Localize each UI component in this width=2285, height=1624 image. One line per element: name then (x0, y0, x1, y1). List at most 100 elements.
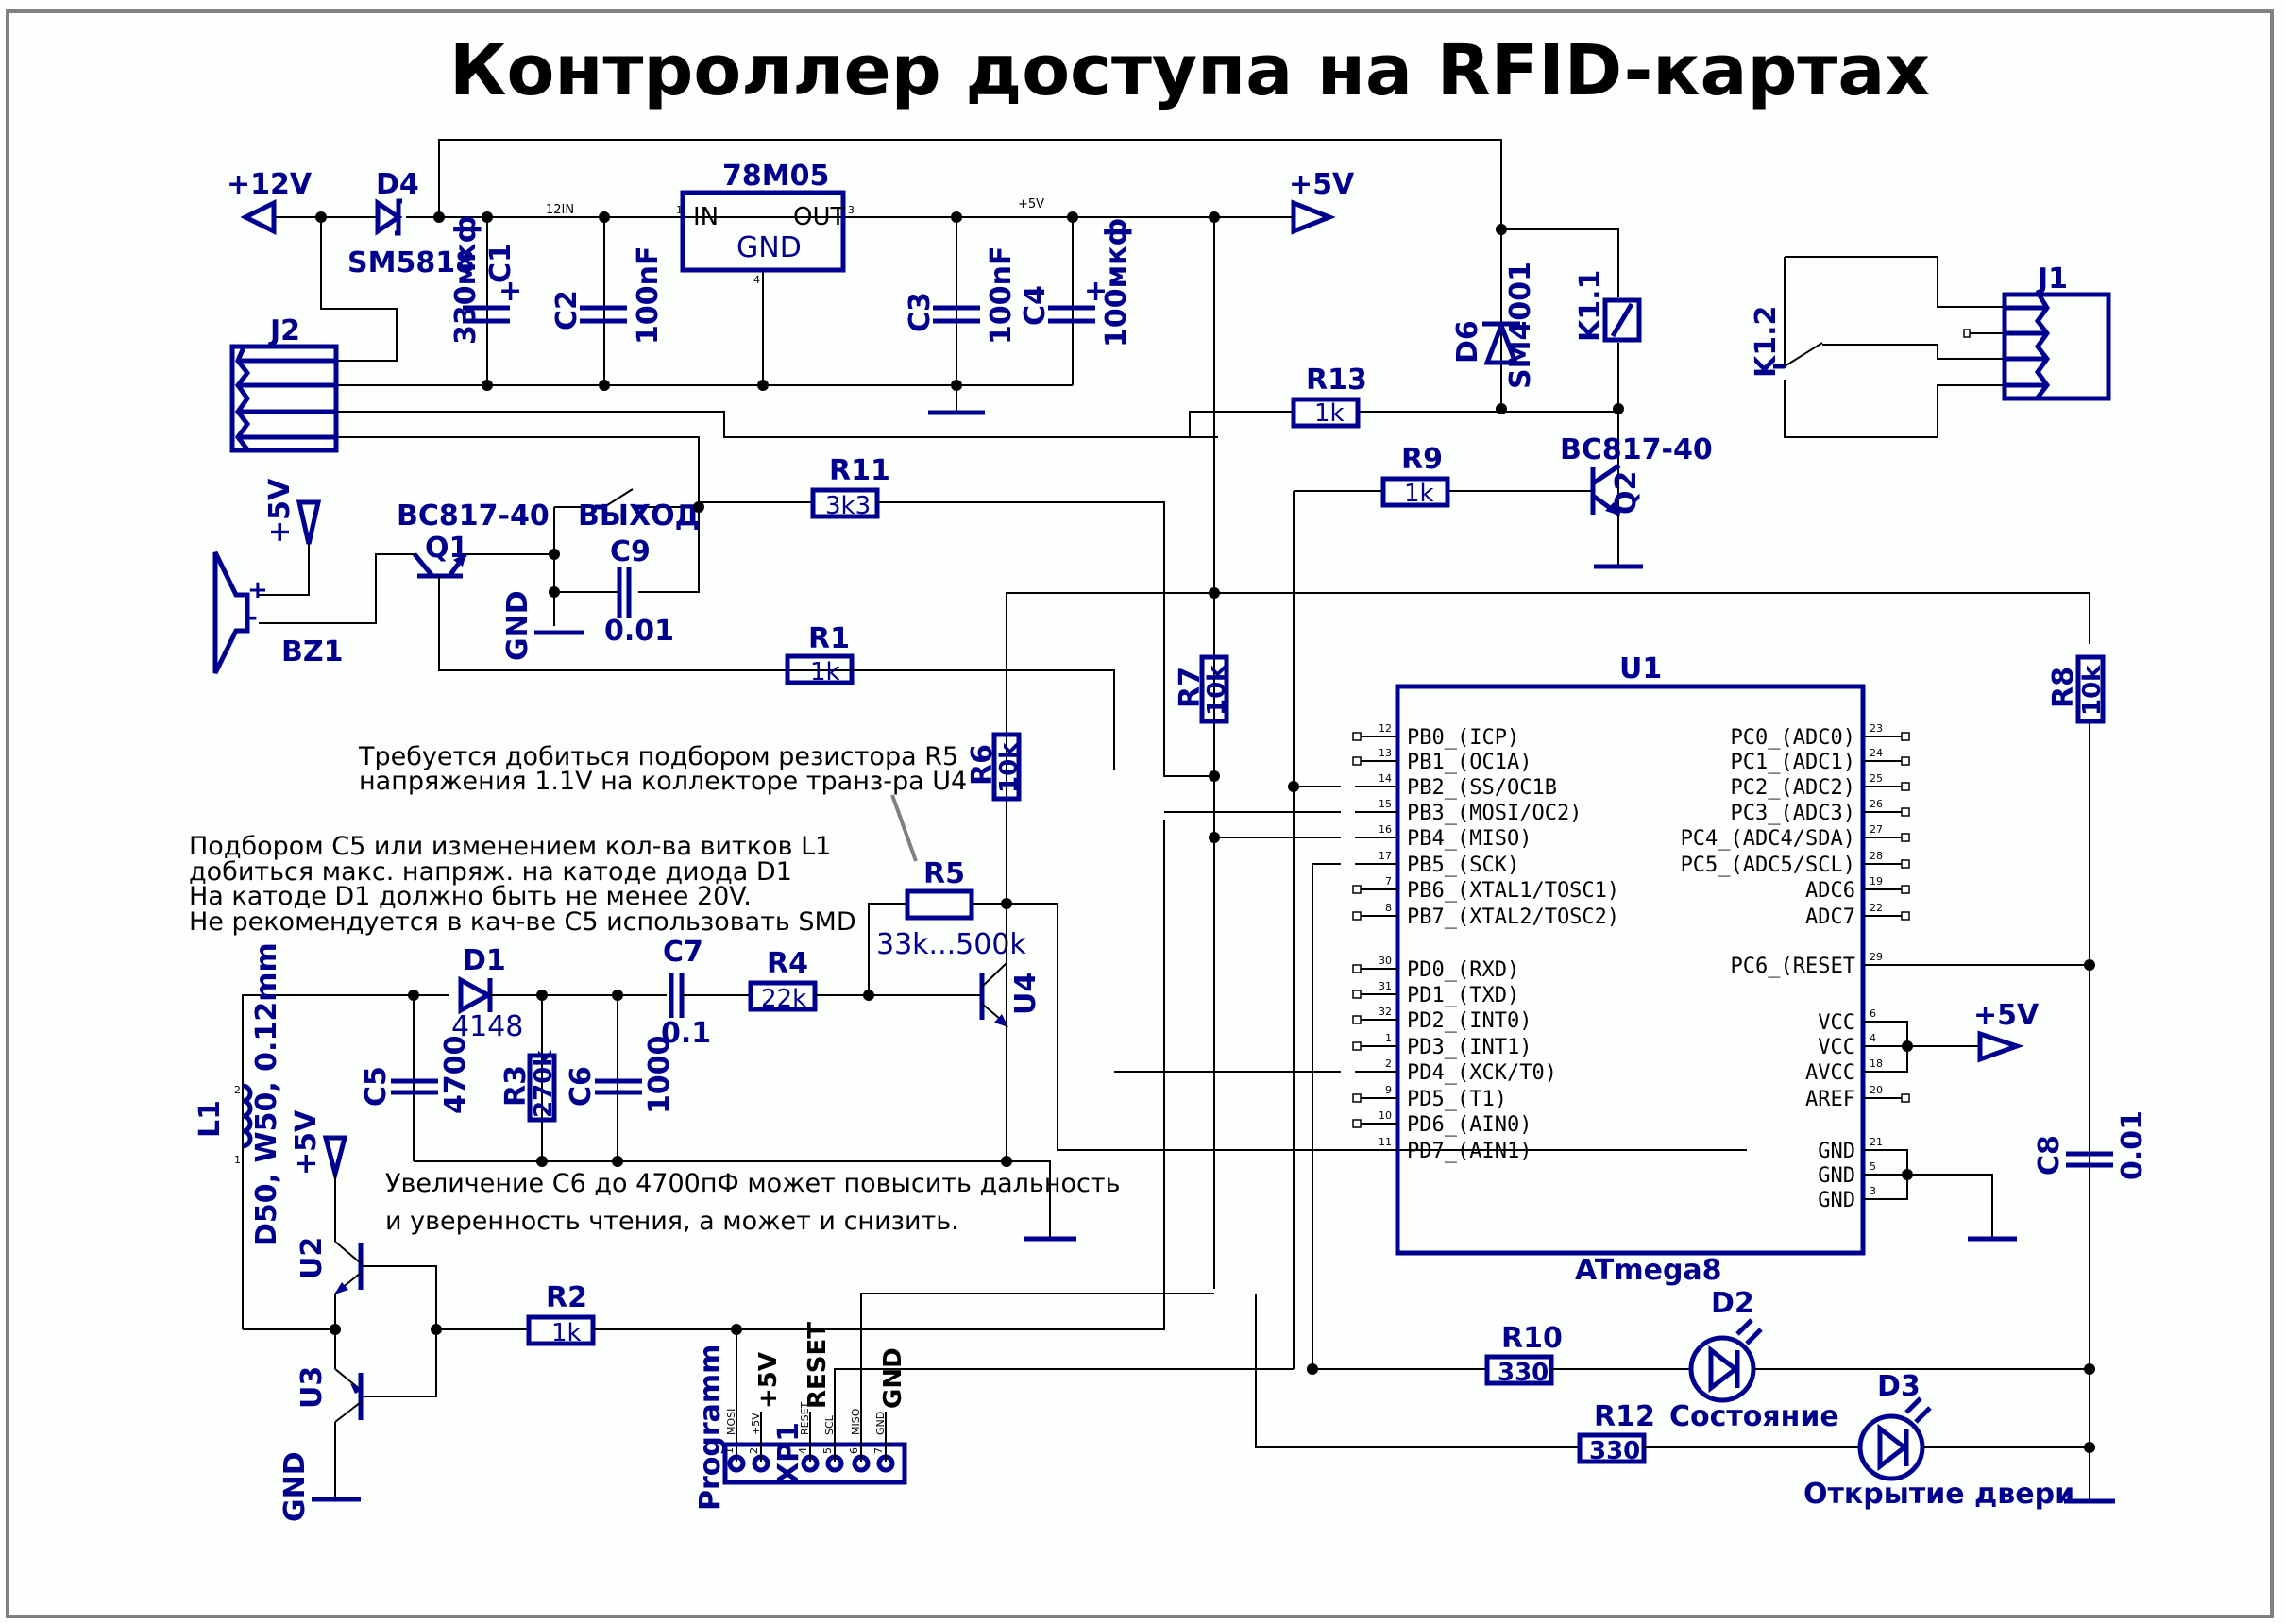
nc-pin-icon (1901, 1093, 1910, 1103)
pin-name: PB4_(MISO) (1407, 827, 1532, 851)
power-port-5v-u2-icon (322, 1135, 348, 1183)
xp1-name: Programm (694, 1345, 727, 1511)
mcu-part: ATmega8 (1575, 1254, 1722, 1287)
nc-pin-icon (1901, 756, 1910, 766)
regulator-78m05 (680, 190, 846, 273)
net-12v-label: +12V (227, 168, 313, 201)
c1-plus: + (499, 275, 522, 308)
pin-number: 32 (1379, 1006, 1392, 1018)
pin-number: 6 (1870, 1007, 1876, 1020)
pin-name: GND (1818, 1140, 1855, 1163)
c9-ref: C9 (610, 535, 651, 568)
r4-ref: R4 (767, 947, 808, 980)
pin-number: 1 (1385, 1032, 1392, 1044)
pin-number: 26 (1870, 798, 1883, 810)
r10-ref: R10 (1501, 1322, 1563, 1355)
power-port-5v-mcu-icon (1977, 1030, 2024, 1063)
pin-number: 12 (1379, 722, 1392, 735)
pin-name: GND (1818, 1164, 1855, 1188)
relay-coil-k11 (1602, 297, 1642, 343)
reg-pin-gnd: GND (736, 231, 802, 264)
c4-ref: C4 (1019, 285, 1052, 326)
xp1-pin-signal: +5V (750, 1413, 762, 1435)
d1-value: 4148 (451, 1010, 523, 1043)
r3-value: 270k (530, 1050, 558, 1118)
pin-number: 17 (1379, 850, 1392, 862)
schematic-title: Контроллер доступа на RFID-картах (449, 30, 1930, 111)
pin-number: 14 (1379, 772, 1392, 785)
note-r5-line2: напряжения 1.1V на коллекторе транз-ра U… (359, 767, 967, 796)
r3-ref: R3 (499, 1065, 533, 1107)
nc-pin-icon (1901, 885, 1910, 894)
xp1-pin-num: 5 (821, 1447, 834, 1454)
pin-name: PB7_(XTAL2/TOSC2) (1407, 905, 1619, 929)
u2-5v-label: +5V (290, 1109, 323, 1176)
pin-name: PC2_(ADC2) (1731, 776, 1855, 800)
pin-number: 4 (1870, 1032, 1876, 1044)
note-c6-line2: и уверенность чтения, а может и снизить. (385, 1207, 959, 1236)
capacitor-c1 (463, 305, 510, 324)
pin-number: 29 (1870, 951, 1883, 963)
c1-value: 330мкф (449, 215, 482, 345)
nc-pin-icon (1352, 1041, 1362, 1051)
j1-nc-pin (1963, 329, 1971, 338)
sheet-border (6, 9, 2274, 1618)
r10-value: 330 (1498, 1359, 1549, 1387)
d1-ref: D1 (463, 944, 506, 977)
r13-ref: R13 (1306, 364, 1367, 397)
resistor-r6 (991, 732, 1022, 802)
pin-name: AVCC (1805, 1061, 1855, 1085)
c3-value: 100nF (985, 246, 1018, 345)
pin-name: PB6_(XTAL1/TOSC1) (1407, 879, 1619, 903)
note-c5-line2: добиться макс. напряж. на катоде диода D… (189, 857, 792, 887)
r7-value: 10k (1203, 665, 1231, 716)
c8-ref: C8 (2033, 1135, 2066, 1176)
pin-number: 28 (1870, 850, 1883, 862)
pin-name: PD5_(T1) (1407, 1088, 1507, 1111)
c7-value: 0.1 (661, 1017, 711, 1050)
bz1-ref: BZ1 (281, 635, 344, 668)
d4-ref: D4 (376, 168, 419, 201)
pin-name: PD6_(AIN0) (1407, 1113, 1532, 1137)
pin-number: 21 (1870, 1136, 1883, 1148)
note-c5: Подбором C5 или изменением кол-ва витков… (189, 832, 856, 937)
nc-pin-icon (1901, 833, 1910, 842)
note-arrow (890, 794, 918, 862)
c3-ref: C3 (904, 292, 937, 332)
capacitor-c4 (1048, 305, 1095, 324)
r8-value: 10k (2078, 665, 2107, 716)
c8-value: 0.01 (2116, 1110, 2149, 1180)
mcu-pin-16: 16 PB4_(MISO) (1355, 823, 1532, 851)
l1-pin2: 2 (234, 1084, 241, 1096)
xp1-pin-net: GND (879, 1347, 907, 1409)
resistor-r3 (527, 1053, 557, 1123)
xp1-pin-signal: SCL (823, 1414, 836, 1435)
note-r5-line1: Требуется добиться подбором резистора R5 (358, 742, 958, 771)
pin-name: PD4_(XCK/T0) (1407, 1061, 1557, 1085)
mcu-pin-21: 21 GND (1818, 1136, 1905, 1163)
nc-pin-icon (1352, 911, 1362, 921)
mcu-5v-label: +5V (1973, 999, 2040, 1032)
d3-label: Открытие двери (1803, 1478, 2074, 1511)
c4-plus: + (1084, 275, 1108, 308)
r2-value: 1k (551, 1319, 582, 1347)
transistor-q2 (1590, 463, 1621, 517)
pin-number: 2 (1385, 1057, 1392, 1070)
buzzer-bz1-icon (212, 550, 250, 675)
mcu-pin-10: 10 PD6_(AIN0) (1352, 1109, 1532, 1137)
pin-number: 10 (1379, 1109, 1392, 1122)
pin-number: 16 (1379, 823, 1392, 836)
